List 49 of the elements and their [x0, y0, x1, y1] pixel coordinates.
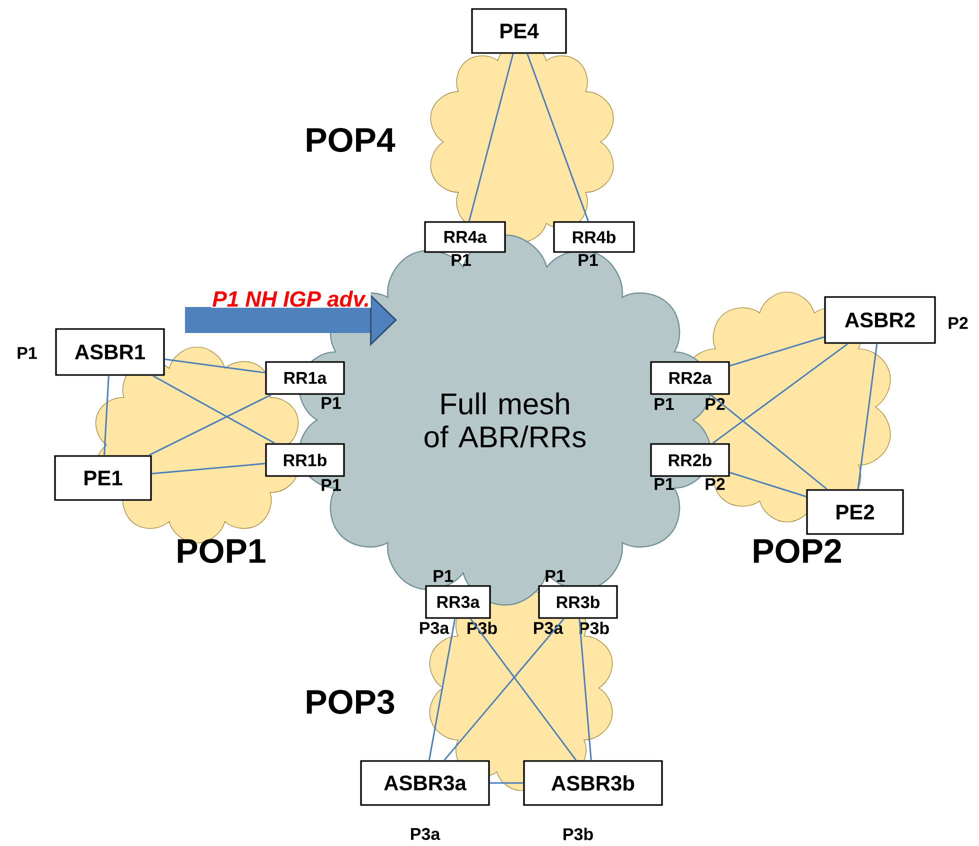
port-label: P3a — [411, 828, 440, 840]
link-line — [428, 618, 456, 760]
link-line — [152, 462, 266, 474]
port-label: P1 — [322, 479, 341, 491]
router-box: RR4b — [553, 221, 635, 253]
port-label: P1 — [322, 397, 341, 409]
router-box: RR2a — [650, 361, 730, 395]
router-box: ASBR3a — [360, 760, 490, 806]
port-label: P3a — [420, 622, 450, 634]
pop-label: POP1 — [178, 538, 266, 564]
pop-label: POP3 — [306, 690, 394, 714]
router-box: RR3b — [538, 585, 618, 619]
edge-label: P1 NH IGP adv. — [211, 290, 371, 308]
port-label: P3b — [564, 828, 593, 840]
link-line — [710, 394, 828, 490]
link-line — [712, 343, 848, 444]
router-box: PE2 — [806, 489, 904, 535]
router-box: PE4 — [471, 8, 567, 54]
link-line — [152, 375, 276, 444]
router-box: RR4a — [424, 221, 506, 253]
router-box: RR3a — [425, 585, 491, 619]
link-line — [526, 54, 589, 222]
router-box: ASBR3b — [523, 760, 663, 806]
link-line — [730, 336, 824, 367]
link-line — [730, 472, 806, 498]
port-label: P1 — [654, 478, 674, 490]
link-line — [164, 358, 266, 374]
router-box: PE1 — [54, 455, 152, 501]
pop-label: POP2 — [754, 538, 842, 564]
link-line — [578, 618, 592, 760]
port-label: P1 — [546, 570, 565, 582]
link-line — [468, 54, 514, 222]
link-line — [857, 344, 878, 490]
router-box: ASBR1 — [55, 328, 165, 376]
port-label: P1 — [452, 254, 471, 266]
router-box: RR2b — [650, 443, 730, 477]
router-box: RR1a — [265, 361, 345, 395]
router-box: RR1b — [265, 443, 345, 477]
link-line — [444, 618, 564, 761]
router-box: ASBR2 — [824, 296, 936, 344]
port-label: P2 — [948, 317, 968, 329]
link-line — [148, 394, 272, 456]
port-label: P1 — [578, 254, 598, 266]
port-label: P1 — [18, 347, 37, 359]
link-line — [104, 376, 110, 456]
port-label: P1 — [654, 398, 674, 410]
port-label: P1 — [434, 570, 453, 582]
link-line — [470, 618, 577, 761]
pop-label: POP4 — [306, 128, 396, 152]
